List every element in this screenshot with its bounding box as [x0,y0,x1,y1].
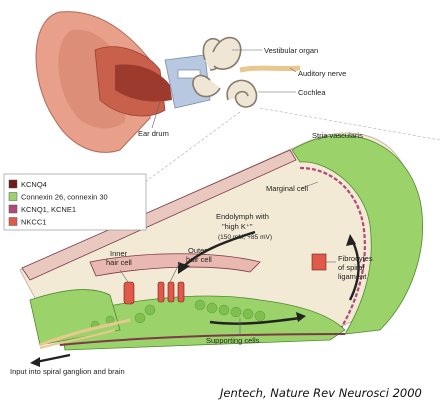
outer-ear [36,12,210,153]
label-cochlea: Cochlea [298,88,326,97]
label-supporting-cells: Supporting cells [206,336,260,345]
label-marginal-cell: Marginal cell [266,184,308,193]
label-inner-hair-cell-1: Inner [110,249,128,258]
label-outer-hair-cell-2: hair cell [186,255,212,264]
label-inner-hair-cell-2: hair cell [106,258,132,267]
legend-label: NKCC1 [21,218,46,227]
label-endolymph-1: Endolymph with [216,212,269,221]
legend-swatch [9,193,17,201]
legend-label: Connexin 26, connexin 30 [21,193,108,202]
legend-swatch [9,205,17,213]
label-input-spiral: Input into spiral ganglion and brain [10,367,125,376]
label-ear-drum: Ear drum [138,129,169,138]
label-stria-vascularis: Stria vascularis [312,131,363,140]
cochlear-duct [20,133,423,350]
legend-swatch [9,180,17,188]
credit-text: Jentech, Nature Rev Neurosci 2000 [218,386,422,400]
legend: KCNQ4Connexin 26, connexin 30 KCNQ1, KCNE… [4,174,146,230]
label-endolymph-3: (150 mM, +85 mV) [218,234,272,241]
label-fibrocytes-3: ligament [338,272,367,281]
legend-label: KCNQ1, KCNE1 [21,205,76,214]
label-outer-hair-cell-1: Outer [188,246,207,255]
legend-label: KCNQ4 [21,180,47,189]
legend-swatch [9,218,17,226]
label-fibrocytes-1: Fibrocytes [338,254,373,263]
label-vestibular-organ: Vestibular organ [264,46,318,55]
label-auditory-nerve: Auditory nerve [298,69,346,78]
label-endolymph-2: "high K⁺" [222,222,253,231]
label-fibrocytes-2: of spiral [338,263,365,272]
